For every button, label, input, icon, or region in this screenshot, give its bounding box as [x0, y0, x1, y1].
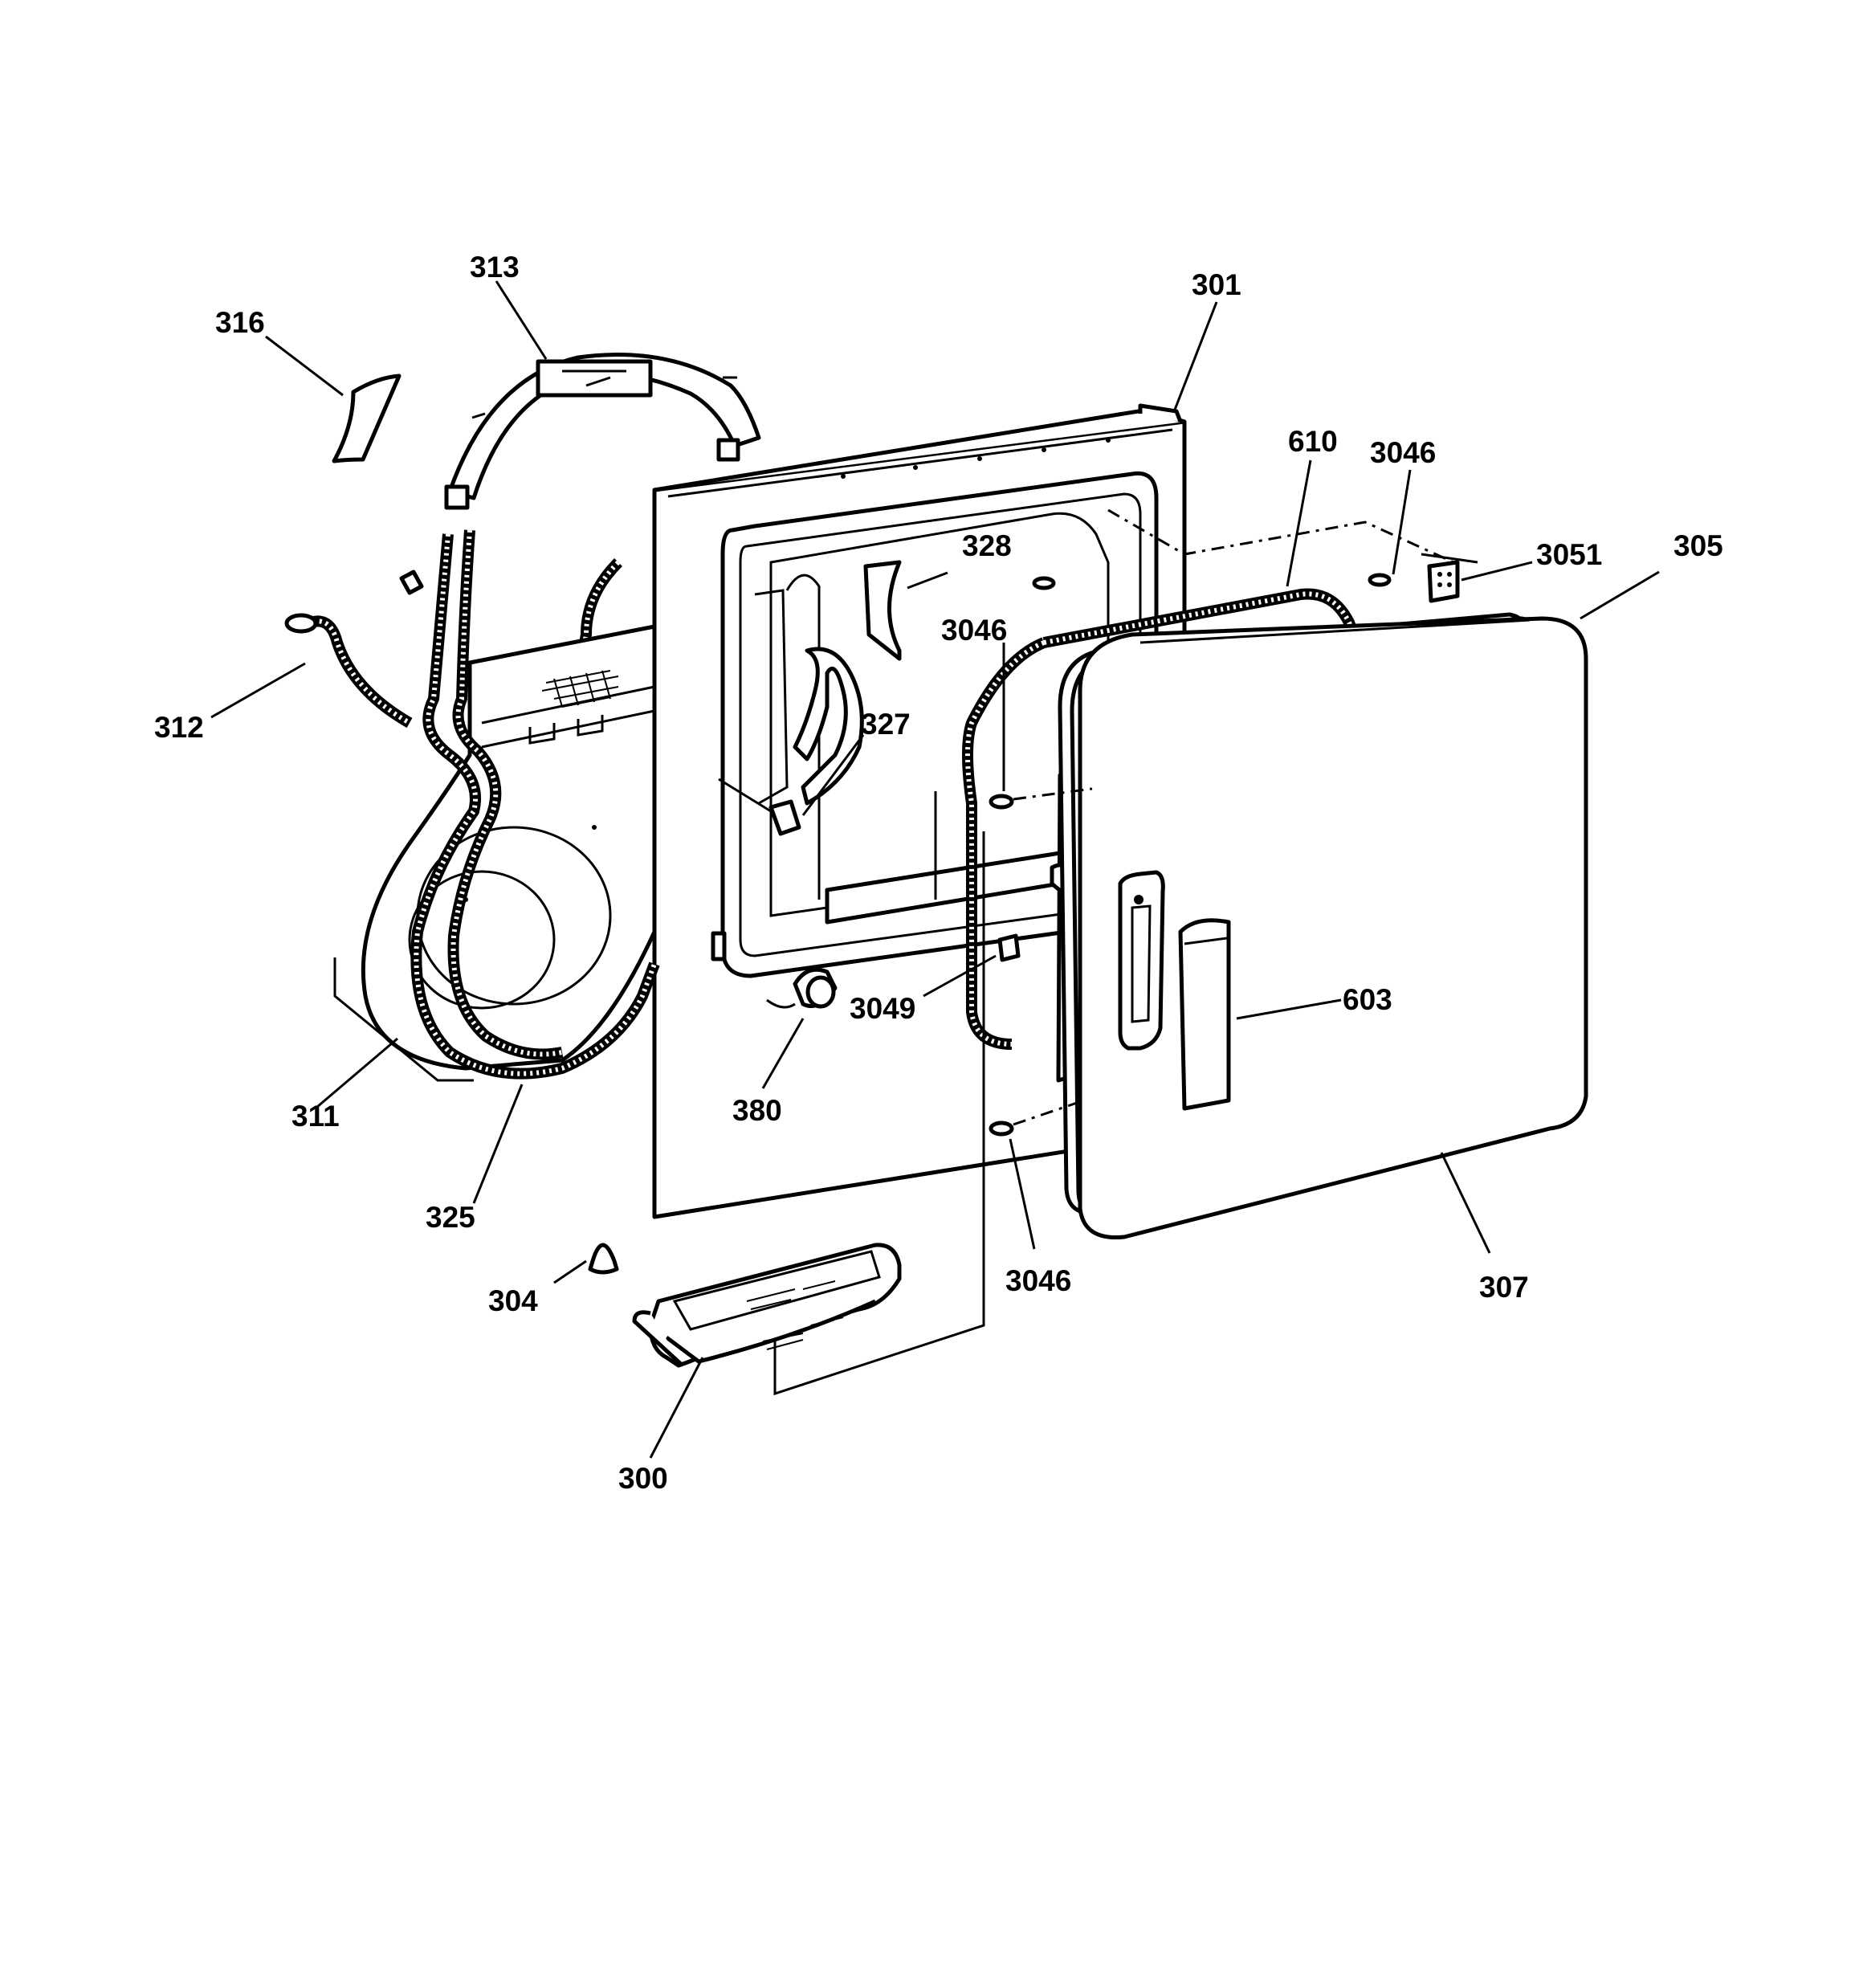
part-325-gasket[interactable]: [399, 529, 660, 1080]
part-610-door-gasket[interactable]: [962, 588, 1363, 1050]
screw-icon: [989, 787, 1093, 810]
part-380-switch[interactable]: [766, 967, 838, 1009]
callout-3049: 3049: [850, 992, 915, 1025]
leader-line: [1580, 570, 1660, 620]
part-wire-duct: [793, 647, 864, 806]
leader-line: [907, 571, 948, 590]
callout-301: 301: [1192, 268, 1241, 301]
callout-316: 316: [215, 306, 265, 339]
callout-603: 603: [1343, 983, 1392, 1016]
part-305-door-outer[interactable]: [1078, 616, 1588, 1240]
leader-line: [333, 957, 474, 1082]
leader-line: [316, 1037, 398, 1108]
leader-line: [1009, 1138, 1036, 1250]
leader-line: [1236, 998, 1342, 1020]
callout-307: 307: [1479, 1271, 1529, 1304]
leader-line: [649, 1357, 704, 1459]
leader-line: [265, 335, 344, 397]
callout-3051: 3051: [1536, 538, 1602, 571]
callout-305: 305: [1673, 529, 1723, 562]
callout-313: 313: [470, 251, 520, 284]
part-filter-cover: [632, 1310, 684, 1367]
part-304-foot[interactable]: [588, 1243, 619, 1275]
callout-312: 312: [154, 711, 204, 744]
callout-304: 304: [488, 1284, 538, 1317]
leader-line: [495, 280, 548, 360]
part-300-lint-filter[interactable]: [648, 1243, 902, 1368]
callout-3046-bot: 3046: [1005, 1264, 1071, 1297]
leader-line: [1173, 301, 1218, 410]
part-3051-hinge[interactable]: [1421, 553, 1478, 603]
part-603-handle[interactable]: [1178, 918, 1231, 1111]
callout-327: 327: [861, 708, 911, 741]
callout-300: 300: [618, 1462, 668, 1495]
callout-610: 610: [1288, 425, 1338, 458]
leader-line: [472, 1084, 524, 1204]
leader-line: [210, 662, 306, 719]
screw-icon: [1368, 573, 1392, 587]
leader-line: [761, 1018, 805, 1089]
callout-380: 380: [732, 1094, 782, 1127]
leader-line: [1461, 561, 1533, 582]
part-301-front-panel[interactable]: [652, 403, 1187, 1219]
callout-328: 328: [962, 529, 1012, 562]
part-3049-clip[interactable]: [997, 933, 1021, 962]
leader-line: [1440, 1152, 1491, 1254]
screw-icon: [989, 1099, 1085, 1137]
part-327-clip[interactable]: [718, 778, 801, 836]
callout-311: 311: [291, 1100, 340, 1133]
part-313-arch-bracket[interactable]: [444, 353, 761, 510]
leader-line: [801, 734, 865, 816]
callout-3046-mid: 3046: [941, 614, 1007, 647]
leader-line: [1392, 469, 1412, 575]
screw-icon: [1032, 576, 1056, 590]
callout-325: 325: [426, 1201, 475, 1234]
leader-line: [1107, 508, 1454, 564]
leader-line: [773, 831, 985, 1396]
leader-line: [923, 954, 997, 998]
part-316-strip[interactable]: [332, 374, 402, 463]
leader-line: [553, 1259, 587, 1284]
part-311-duct-housing[interactable]: [361, 624, 657, 1071]
callout-3046-top: 3046: [1370, 436, 1436, 469]
part-328-clip[interactable]: [863, 560, 902, 661]
leader-line: [1286, 459, 1312, 587]
